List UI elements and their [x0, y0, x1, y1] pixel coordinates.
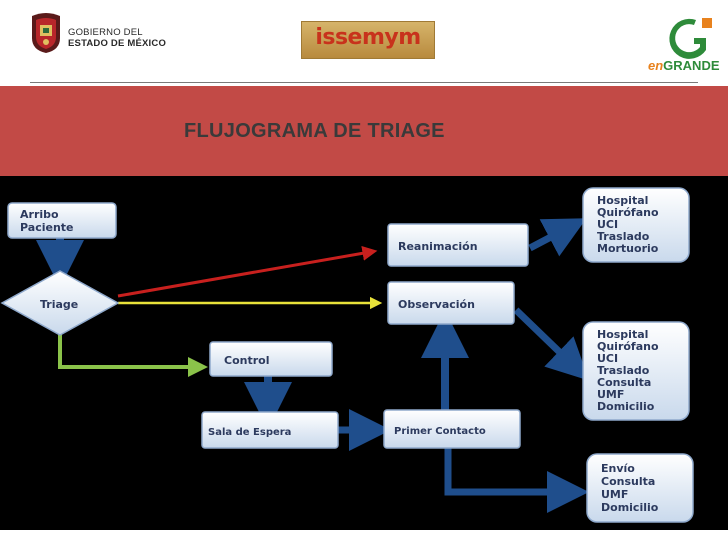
- sala-espera-label: Sala de Espera: [208, 427, 291, 438]
- engrande-en: en: [648, 58, 664, 73]
- arrow-triage-to-reanimacion: [117, 245, 378, 298]
- destino-3-line-3: UMF: [601, 488, 628, 501]
- triage-label: Triage: [40, 298, 78, 311]
- node-destino-2: Hospital Quirófano UCI Traslado Consulta…: [582, 321, 690, 421]
- arrow-reanimacion-to-dest1: [528, 218, 587, 257]
- engrande-wordmark: enGRANDE: [648, 58, 728, 73]
- reanimacion-label: Reanimación: [398, 240, 478, 253]
- government-seal-icon: [32, 13, 60, 53]
- destino-3-line-2: Consulta: [601, 475, 655, 488]
- destino-2-line-2: Quirófano: [597, 340, 659, 353]
- control-label: Control: [224, 354, 269, 367]
- node-arribo: Arribo Paciente: [7, 202, 117, 239]
- destino-3-line-1: Envío: [601, 462, 635, 475]
- issemym-logo: issemym: [301, 21, 435, 59]
- destino-1-line-3: UCI: [597, 218, 618, 231]
- title-banner: [0, 86, 728, 176]
- footer-strip: [0, 530, 728, 546]
- destino-2-line-1: Hospital: [597, 328, 648, 341]
- triage-flowchart: Arribo Paciente Triage Reanimación Obser…: [0, 187, 694, 523]
- page-title: FLUJOGRAMA DE TRIAGE: [184, 120, 445, 142]
- destino-2-line-7: Domicilio: [597, 400, 655, 413]
- destino-2-line-3: UCI: [597, 352, 618, 365]
- engrande-grande: GRANDE: [663, 58, 720, 73]
- gov-line-1: GOBIERNO DEL: [68, 27, 143, 38]
- node-destino-1: Hospital Quirófano UCI Traslado Mortuori…: [582, 187, 690, 263]
- destino-1-line-1: Hospital: [597, 194, 648, 207]
- issemym-logo-text: issemym: [315, 25, 421, 50]
- gov-line-2: ESTADO DE MÉXICO: [68, 38, 167, 49]
- node-sala-espera: Sala de Espera: [201, 411, 339, 449]
- node-triage: Triage: [0, 270, 120, 336]
- engrande-logo-icon: [669, 18, 712, 59]
- arrow-observacion-to-dest2: [513, 307, 590, 381]
- destino-1-line-5: Mortuorio: [597, 242, 659, 255]
- destino-1-line-4: Traslado: [597, 230, 650, 243]
- node-observacion: Observación: [387, 281, 515, 325]
- primer-contacto-label: Primer Contacto: [394, 426, 486, 437]
- arribo-line-2: Paciente: [20, 221, 74, 234]
- node-primer-contacto: Primer Contacto: [383, 409, 521, 449]
- destino-1-line-2: Quirófano: [597, 206, 659, 219]
- node-reanimacion: Reanimación: [387, 223, 529, 267]
- arrow-triage-to-control: [58, 334, 208, 377]
- destino-3-line-4: Domicilio: [601, 501, 659, 514]
- destino-2-line-5: Consulta: [597, 376, 651, 389]
- arrow-primer-to-dest3: [444, 448, 589, 513]
- arribo-line-1: Arribo: [20, 208, 59, 221]
- observacion-label: Observación: [398, 298, 475, 311]
- header-divider: [30, 82, 698, 83]
- destino-2-line-6: UMF: [597, 388, 624, 401]
- destino-2-line-4: Traslado: [597, 364, 650, 377]
- node-control: Control: [209, 341, 333, 377]
- header: GOBIERNO DEL ESTADO DE MÉXICO issemym en…: [0, 0, 728, 84]
- node-destino-3: Envío Consulta UMF Domicilio: [586, 453, 694, 523]
- government-name: GOBIERNO DEL ESTADO DE MÉXICO: [68, 27, 166, 49]
